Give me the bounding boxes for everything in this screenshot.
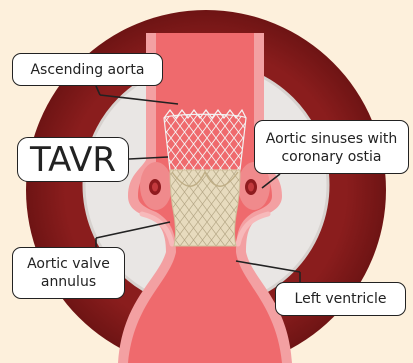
left-coronary-ostium-inner: [152, 183, 158, 192]
label-left-ventricle: Left ventricle: [275, 282, 406, 316]
label-ascending-aorta: Ascending aorta: [12, 53, 163, 86]
label-tavr: TAVR: [17, 137, 129, 182]
label-aortic-valve-annulus: Aortic valve annulus: [12, 247, 125, 299]
label-aortic-sinuses: Aortic sinuses with coronary ostia: [254, 120, 409, 174]
tavr-stent-upper: [164, 114, 246, 170]
right-coronary-ostium-inner: [248, 183, 254, 192]
